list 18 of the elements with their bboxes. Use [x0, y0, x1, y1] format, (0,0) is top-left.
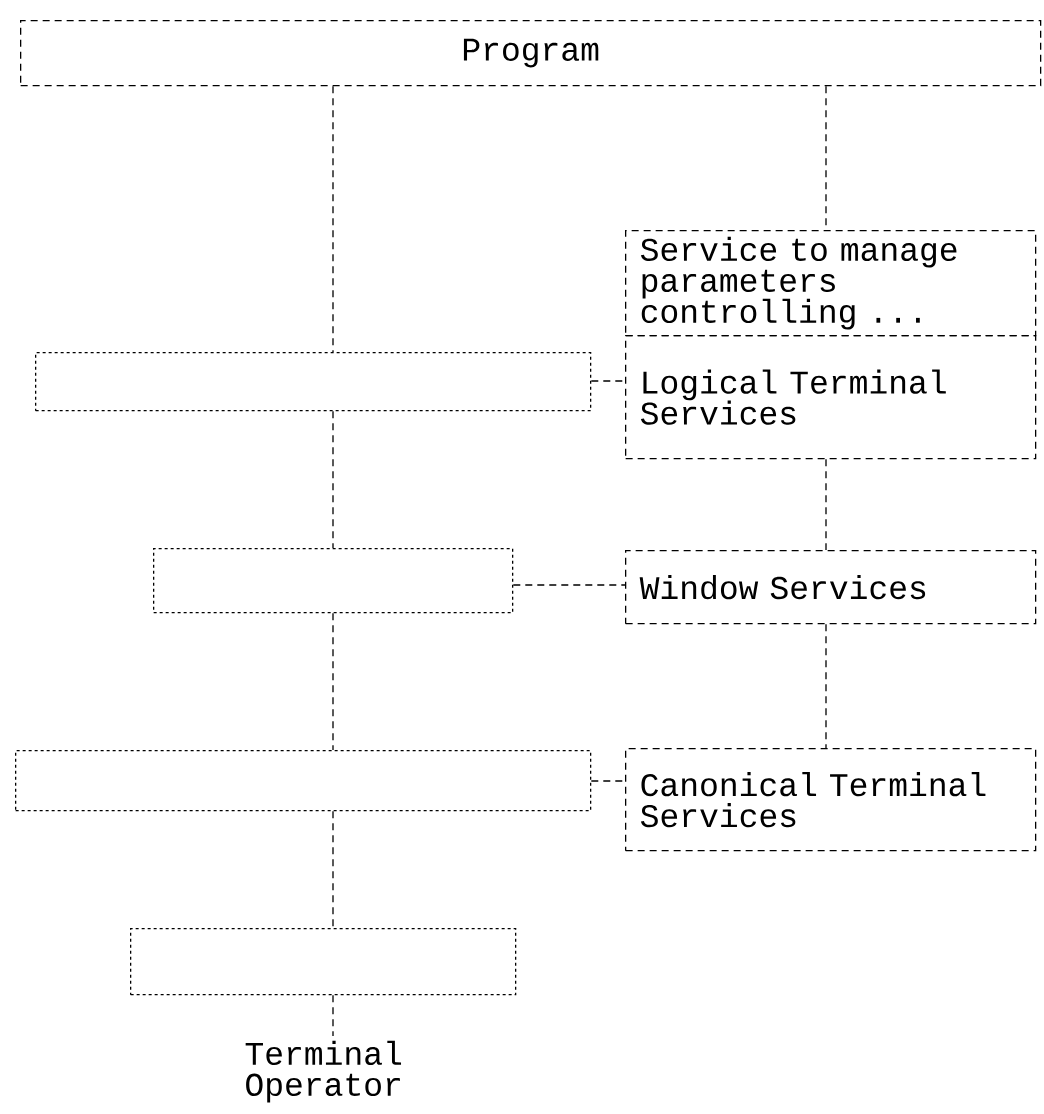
service-box: Canonical Terminal Services [625, 748, 1037, 852]
connector-line [332, 410, 334, 549]
empty-box [35, 352, 592, 412]
empty-box [130, 928, 517, 996]
connector-line [332, 612, 334, 751]
connector-line [332, 85, 334, 353]
connector-line [332, 810, 334, 929]
service-box: Logical Terminal Services [625, 335, 1037, 460]
empty-box [15, 750, 592, 812]
connector-line [825, 458, 827, 551]
connector-line [512, 584, 626, 586]
empty-box [153, 548, 514, 614]
service-box: Window Services [625, 550, 1037, 625]
terminal-label: Terminal Operator [245, 1040, 401, 1103]
connector-line [825, 623, 827, 749]
title-box: Program [20, 20, 1042, 87]
service-box: Service to manage parameters controlling ... [625, 230, 1037, 337]
connector-line [332, 994, 334, 1037]
